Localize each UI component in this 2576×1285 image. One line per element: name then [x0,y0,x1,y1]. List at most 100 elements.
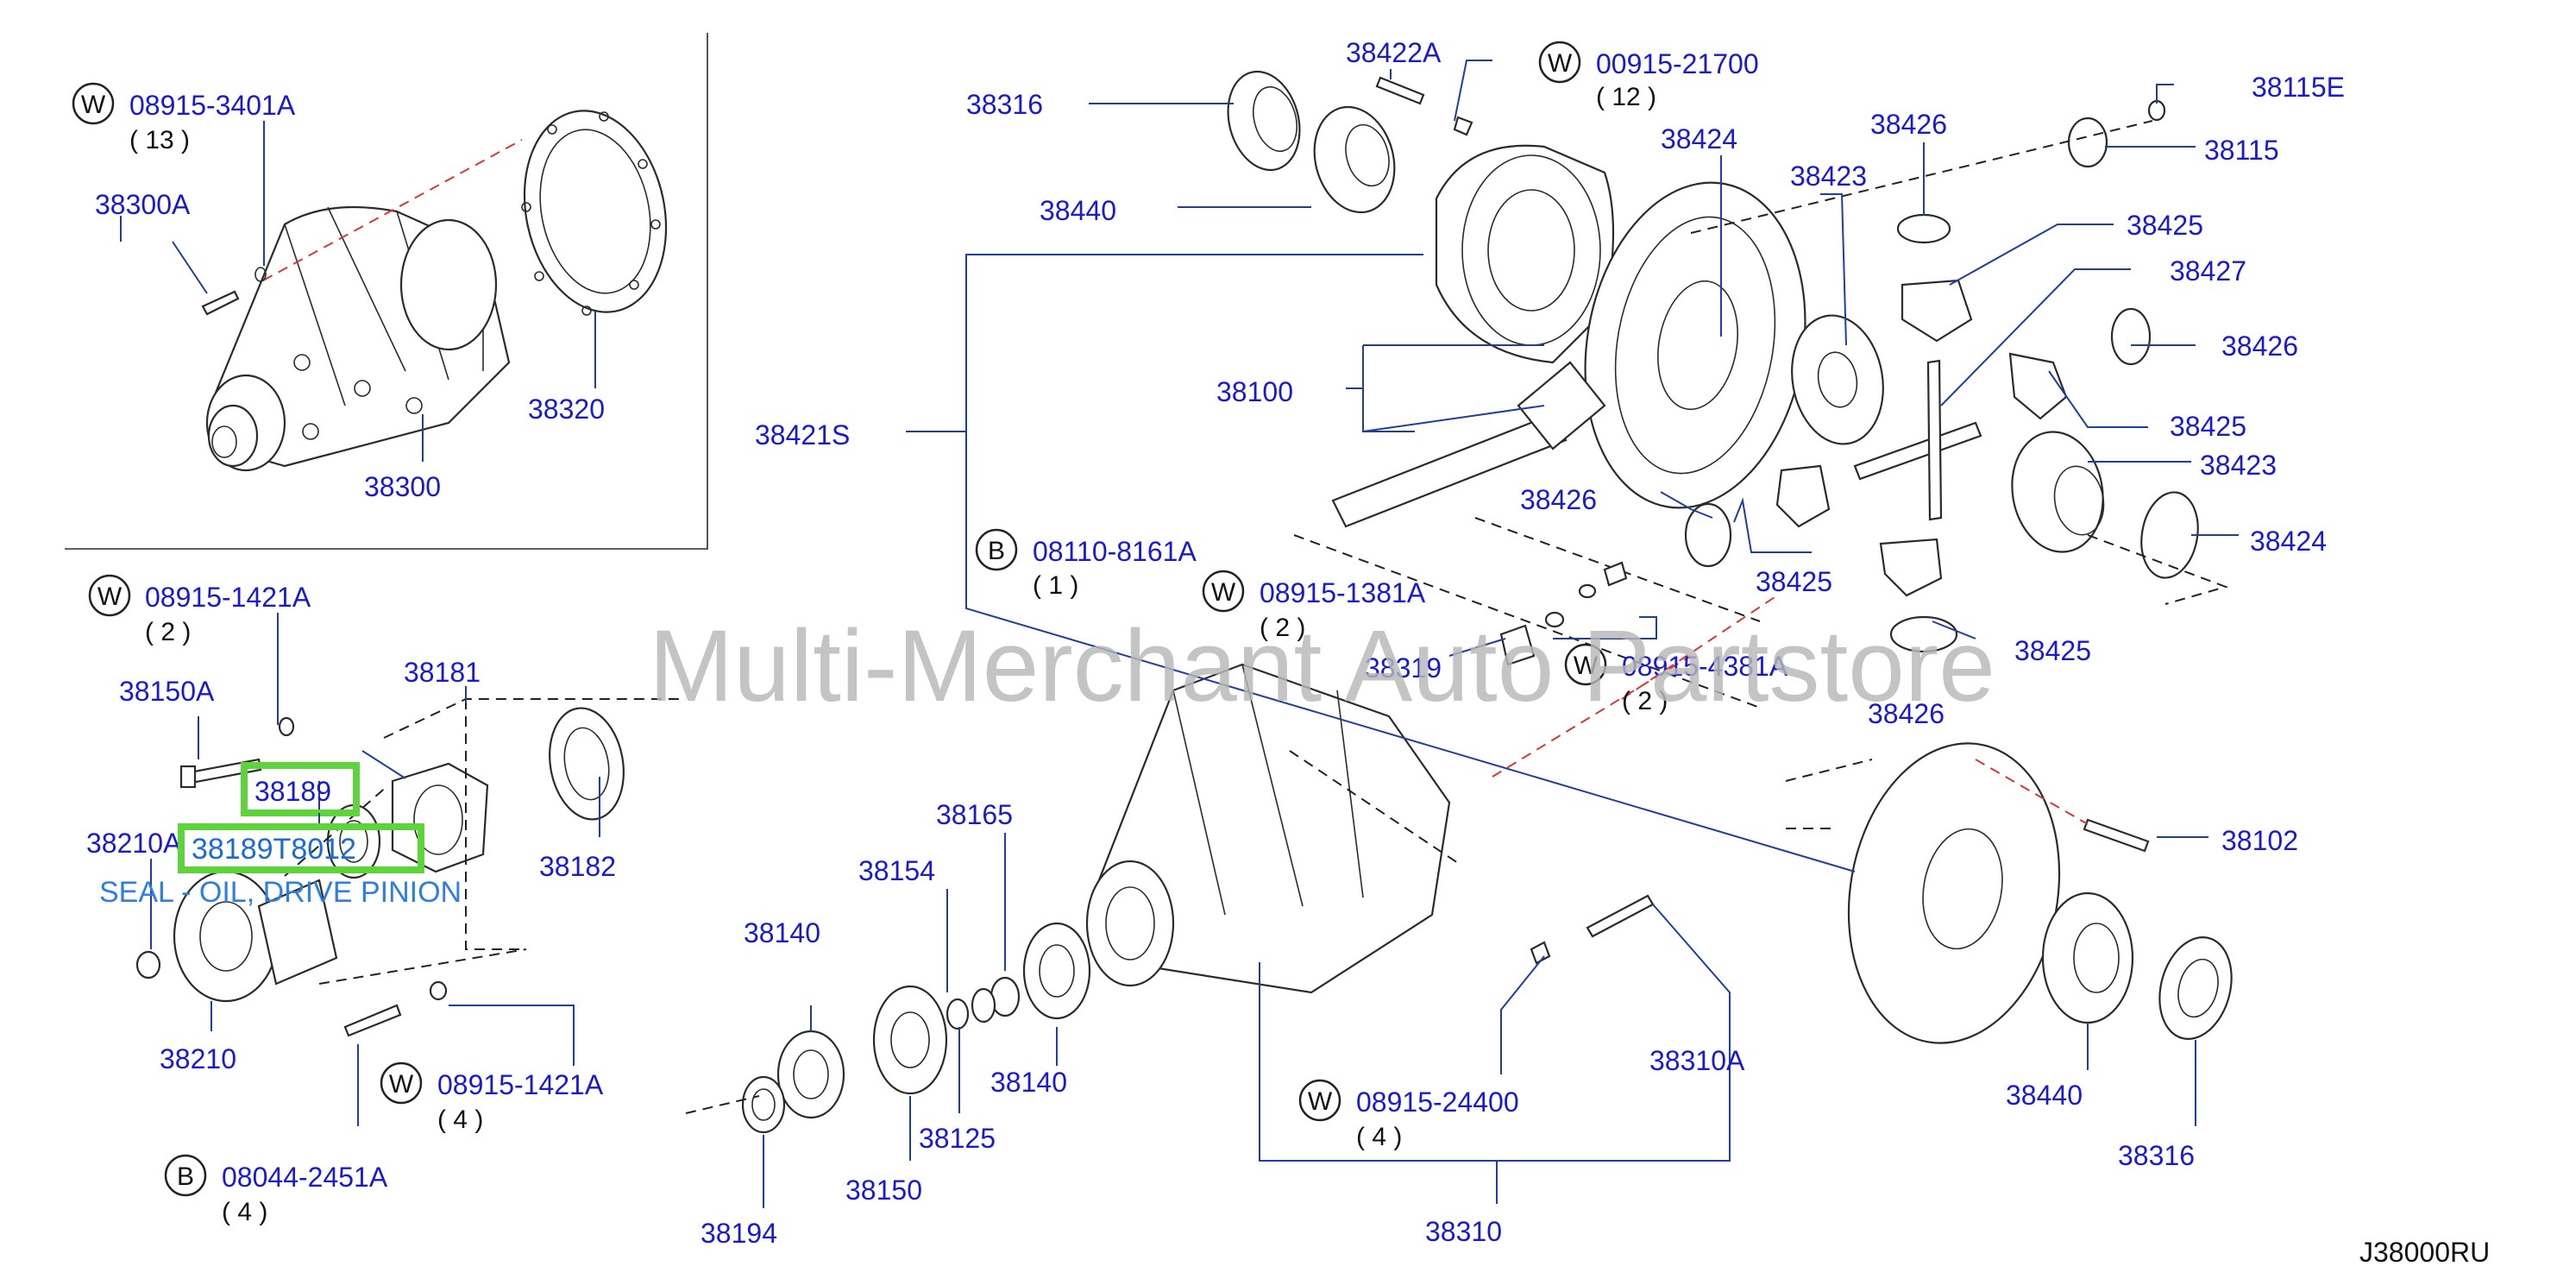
highlighted-part[interactable]: 38189 38189T8012 SEAL - OIL, DRIVE PINIO… [99,762,462,909]
highlight-part-label[interactable]: 38189 [254,776,331,807]
callout-w-08915-1421a-bottom: W 08915-1421A ( 4 ) [380,1061,604,1134]
bearing-38316-drawing [1227,70,1301,172]
gasket-38182-drawing [549,707,625,821]
label-38426-b: 38426 [2221,331,2298,362]
label-38425-d: 38425 [2014,635,2091,666]
diff-case-38421s-drawing [1435,144,1615,364]
pinion-shaft-38427-drawing [1853,359,1982,521]
callout-w-08915-4381a: W 08915-4381A ( 2 ) [1564,643,1788,715]
callout-qty: ( 2 ) [1260,614,1305,642]
label-38102: 38102 [2221,825,2298,856]
label-38319: 38319 [1365,652,1442,683]
callout-code: 08915-1421A [437,1069,604,1100]
callout-b-08110-8161a: B 08110-8161A ( 1 ) [975,528,1197,600]
callout-code: 08110-8161A [1033,536,1197,567]
alignment-line-mid [1492,595,1778,778]
bolts-38310a-drawing [1530,894,1655,965]
pinion-gears-drawing [1775,279,2068,597]
label-38423-b: 38423 [2200,450,2277,481]
label-38154: 38154 [858,855,935,886]
drive-pinion-38100-drawing [1331,361,1606,528]
callout-qty: ( 12 ) [1596,83,1656,111]
assembly-lines [1293,120,2229,709]
callout-code: 08915-3401A [129,90,296,121]
label-38316: 38316 [966,89,1043,120]
label-38426-d: 38426 [1868,698,1945,729]
callout-qty: ( 4 ) [437,1105,483,1134]
callout-prefix: W [389,1070,414,1099]
watermark: Multi-Merchant Auto Partstore [649,609,1995,723]
label-38165: 38165 [936,799,1013,830]
callout-code: 00915-21700 [1596,48,1759,79]
callout-code: 08044-2451A [222,1162,388,1193]
label-38210a: 38210A [86,828,182,859]
callout-code: 08915-4381A [1622,651,1788,682]
bolt-08044-drawing [278,716,448,1037]
pinion-bearing-retainer-38150-drawing [872,985,948,1095]
label-38422a: 38422A [1346,37,1442,68]
highlight-box-part-number[interactable] [178,823,424,873]
bearing-38440b-drawing [2041,891,2134,1024]
label-38150: 38150 [845,1175,922,1206]
side-gear-38423-drawing [1791,314,1884,445]
label-38150a: 38150A [119,676,215,707]
callout-prefix: W [1574,652,1599,680]
collapsible-spacer-shim-drawing [946,976,1021,1030]
label-38310: 38310 [1425,1216,1502,1247]
callout-code: 08915-1421A [145,582,311,613]
label-38300: 38300 [364,471,441,502]
highlight-box-part[interactable] [241,762,360,816]
label-38181: 38181 [404,657,481,688]
side-gear-38423b-drawing [2011,431,2105,553]
callout-qty: ( 2 ) [145,618,191,646]
callout-code: 08915-1381A [1260,577,1426,608]
label-38440: 38440 [1040,195,1116,226]
label-38424-b: 38424 [2250,526,2327,557]
label-38140-b: 38140 [990,1067,1067,1098]
bolt-38300a-drawing [201,267,267,316]
callout-qty: ( 4 ) [1356,1123,1402,1151]
nut-38210a-drawing [135,950,161,979]
label-38426-c: 38426 [1520,484,1597,515]
callout-qty: ( 1 ) [1033,571,1078,600]
label-38316-b: 38316 [2118,1140,2195,1171]
label-38440-b: 38440 [2006,1080,2083,1111]
callout-prefix: B [177,1162,194,1191]
inset-frame [65,33,708,550]
label-38125: 38125 [919,1123,996,1154]
bolt-38422a-drawing [1375,76,1473,136]
callout-w-08915-24400: W 08915-24400 ( 4 ) [1298,1079,1519,1151]
highlight-part-number[interactable]: 38189T8012 [192,833,356,866]
label-38426: 38426 [1870,109,1947,140]
callout-w-08915-1421a-top: W 08915-1421A ( 2 ) [88,574,311,646]
oil-seal-38194-drawing [741,1075,786,1134]
callout-prefix: W [1548,49,1573,78]
callout-prefix: B [988,537,1005,565]
callout-prefix: W [97,583,123,611]
bolt-38102-drawing [2083,818,2150,853]
label-38423: 38423 [1790,161,1867,192]
companion-flange-38210-drawing [173,870,338,1003]
callout-code: 08915-24400 [1356,1087,1519,1118]
carrier-housing-38310-drawing [1085,663,1451,994]
carrier-assembly-38300-drawing [205,205,511,472]
label-38115e: 38115E [2252,72,2345,103]
label-38421s: 38421S [755,419,850,450]
label-38425-b: 38425 [2170,411,2246,442]
label-38300a: 38300A [95,189,191,220]
bearing-38140-drawing [1022,922,1091,1020]
bearing-38440-drawing [1313,105,1396,214]
thrust-washers-drawing [1684,99,2199,653]
callout-b-08044-2451a: B 08044-2451A ( 4 ) [164,1154,388,1226]
callout-qty: ( 4 ) [222,1198,267,1226]
retainer-38181-drawing [391,762,489,873]
callout-qty: ( 2 ) [1622,687,1668,715]
label-38427: 38427 [2170,255,2246,287]
label-38310a: 38310A [1649,1045,1745,1076]
part-labels: 38316 38440 38422A 38424 38423 38426 381… [86,37,2345,1249]
assembly-lines-br [1785,759,1873,829]
bearing-38140b-drawing [776,1030,845,1119]
label-38182: 38182 [539,851,616,882]
